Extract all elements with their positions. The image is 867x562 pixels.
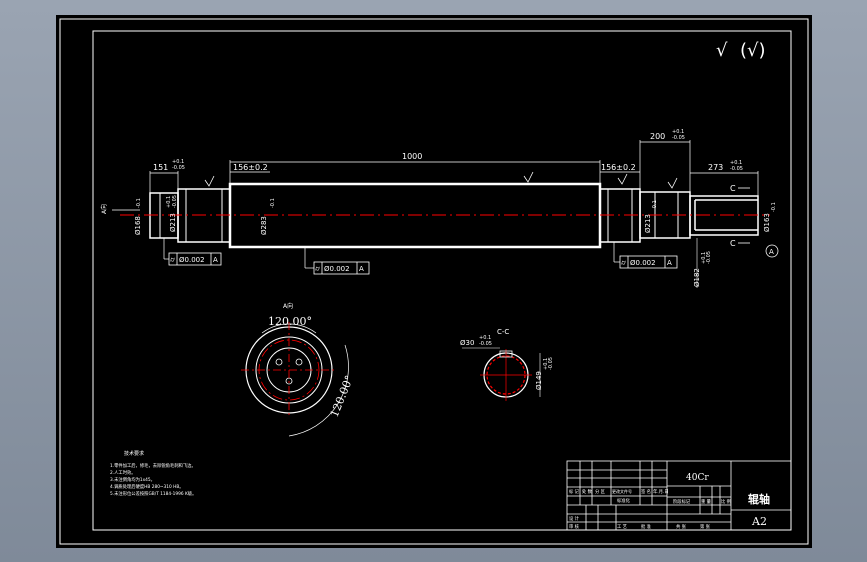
left-end-diameter: Ø168: [134, 216, 142, 235]
end-view-title: A向: [283, 302, 293, 310]
left-journal-diameter-tol-upper: +0.1: [166, 196, 172, 208]
note-line: 3.未注倒角均为1x45。: [110, 476, 155, 483]
sheet-inner-border: [92, 30, 792, 531]
datum-circle: [765, 244, 779, 258]
overall-length-dim: 1000: [402, 152, 422, 161]
note-line: 2.人工时效。: [110, 469, 136, 476]
note-line: 1.零件加工后，修毛，去除锐角毛刺和飞边。: [110, 462, 196, 469]
left-end-length-tol-lower: -0.05: [172, 165, 185, 171]
tb-change-doc: 更改文件号: [612, 488, 632, 494]
tb-count: 处 数: [582, 488, 593, 495]
tb-review: 审 核: [569, 523, 580, 530]
tb-part-name: 辊轴: [748, 492, 770, 506]
tb-sheets: 共 张: [676, 523, 687, 530]
view-label-a: A向: [100, 204, 108, 214]
right-end-diameter: Ø163: [763, 213, 771, 232]
tol-center-value: Ø0.002: [324, 265, 350, 273]
tb-craft: 工 艺: [617, 524, 627, 530]
section-diameter: Ø149: [535, 371, 543, 390]
tb-sheet-no: 第 张: [700, 523, 711, 530]
section-mark-top: C: [730, 184, 736, 193]
left-end-length-dim: 151: [153, 163, 168, 172]
right-step-length-tol-upper: +0.1: [672, 129, 684, 135]
section-diameter-tol-upper: +0.1: [543, 358, 549, 370]
tol-frame-left: ⌭ Ø0.002 A: [163, 238, 222, 266]
body-diameter: Ø283: [260, 216, 268, 235]
tb-stage-mark: 阶段标记: [673, 498, 691, 505]
tb-date: 年.月.日: [653, 488, 669, 495]
right-neck-diameter-tol-lower: -0.05: [706, 251, 712, 264]
note-line: 4.调质处理后硬度HB 280~310 HB。: [110, 483, 184, 490]
section-key-tol-lower: -0.05: [479, 341, 492, 347]
tb-standardize: 标准化: [617, 497, 631, 504]
tol-left-value: Ø0.002: [179, 256, 205, 264]
left-journal-diameter-tol-lower: -0.05: [172, 195, 178, 208]
surface-finish-marks: [204, 171, 678, 189]
right-journal-length-dim: 156±0.2: [601, 163, 636, 172]
tol-right-datum: A: [667, 259, 672, 267]
datum-label: A: [769, 248, 774, 256]
end-view-angle-top: 120.00°: [268, 315, 312, 328]
tb-scale: 比 例: [721, 498, 731, 505]
tol-left-datum: A: [213, 256, 218, 264]
section-diameter-tol-lower: -0.05: [548, 357, 554, 370]
roughness-symbol: √: [716, 40, 728, 61]
length-dimensions: [149, 140, 759, 196]
left-journal-diameter: Ø213: [169, 213, 177, 232]
right-journal-diameter: Ø213: [644, 214, 652, 233]
right-end-length-dim: 273: [708, 163, 723, 172]
note-line: 5.未注形位公差按照GB/T 1184-1996 K级。: [110, 490, 196, 497]
left-end-length-tol-upper: +0.1: [172, 159, 184, 165]
section-title: C-C: [497, 328, 509, 336]
tb-signature: 签 名: [641, 488, 651, 495]
section-key-tol-upper: +0.1: [479, 335, 491, 341]
tb-weight: 重 量: [701, 498, 712, 505]
section-key-width: Ø30: [460, 339, 474, 347]
tol-center-datum: A: [359, 265, 364, 273]
tb-zone: 分 区: [595, 488, 606, 495]
tb-sheet-size: A2: [751, 515, 767, 528]
roughness-other-symbol: (√): [740, 40, 766, 61]
tol-frame-right: ⌭ Ø0.002 A: [613, 242, 678, 269]
tb-mark: 标 记: [569, 488, 580, 495]
right-end-length-tol-lower: -0.05: [730, 166, 743, 172]
tol-left-symbol: ⌭: [170, 256, 175, 264]
right-end-diameter-tol: -0.1: [771, 202, 777, 212]
sheet-outer-border: [59, 18, 809, 545]
drawing-sheet: [56, 15, 812, 548]
tb-approve: 批 准: [641, 523, 652, 530]
end-view: [241, 322, 349, 437]
tol-right-symbol: ⌭: [621, 259, 626, 267]
body-diameter-tol: -0.1: [270, 198, 276, 208]
tol-right-value: Ø0.002: [630, 259, 656, 267]
section-mark-bottom: C: [730, 239, 736, 248]
right-step-length-tol-lower: -0.05: [672, 135, 685, 141]
tb-material: 40Cr: [686, 473, 709, 483]
left-end-diameter-tol: -0.1: [136, 198, 142, 208]
right-neck-diameter-tol-upper: +0.1: [701, 252, 707, 264]
right-step-length-dim: 200: [650, 132, 665, 141]
notes-title: 技术要求: [124, 450, 144, 457]
tb-designer: 设 计: [569, 515, 580, 522]
tol-frame-center: ⌭ Ø0.002 A: [304, 247, 370, 275]
section-view: [462, 347, 541, 401]
right-end-length-tol-upper: +0.1: [730, 160, 742, 166]
title-block: [566, 460, 792, 531]
left-journal-length-dim: 156±0.2: [233, 163, 268, 172]
tol-center-symbol: ⌭: [315, 265, 320, 273]
right-journal-diameter-tol: -0.1: [652, 200, 658, 210]
